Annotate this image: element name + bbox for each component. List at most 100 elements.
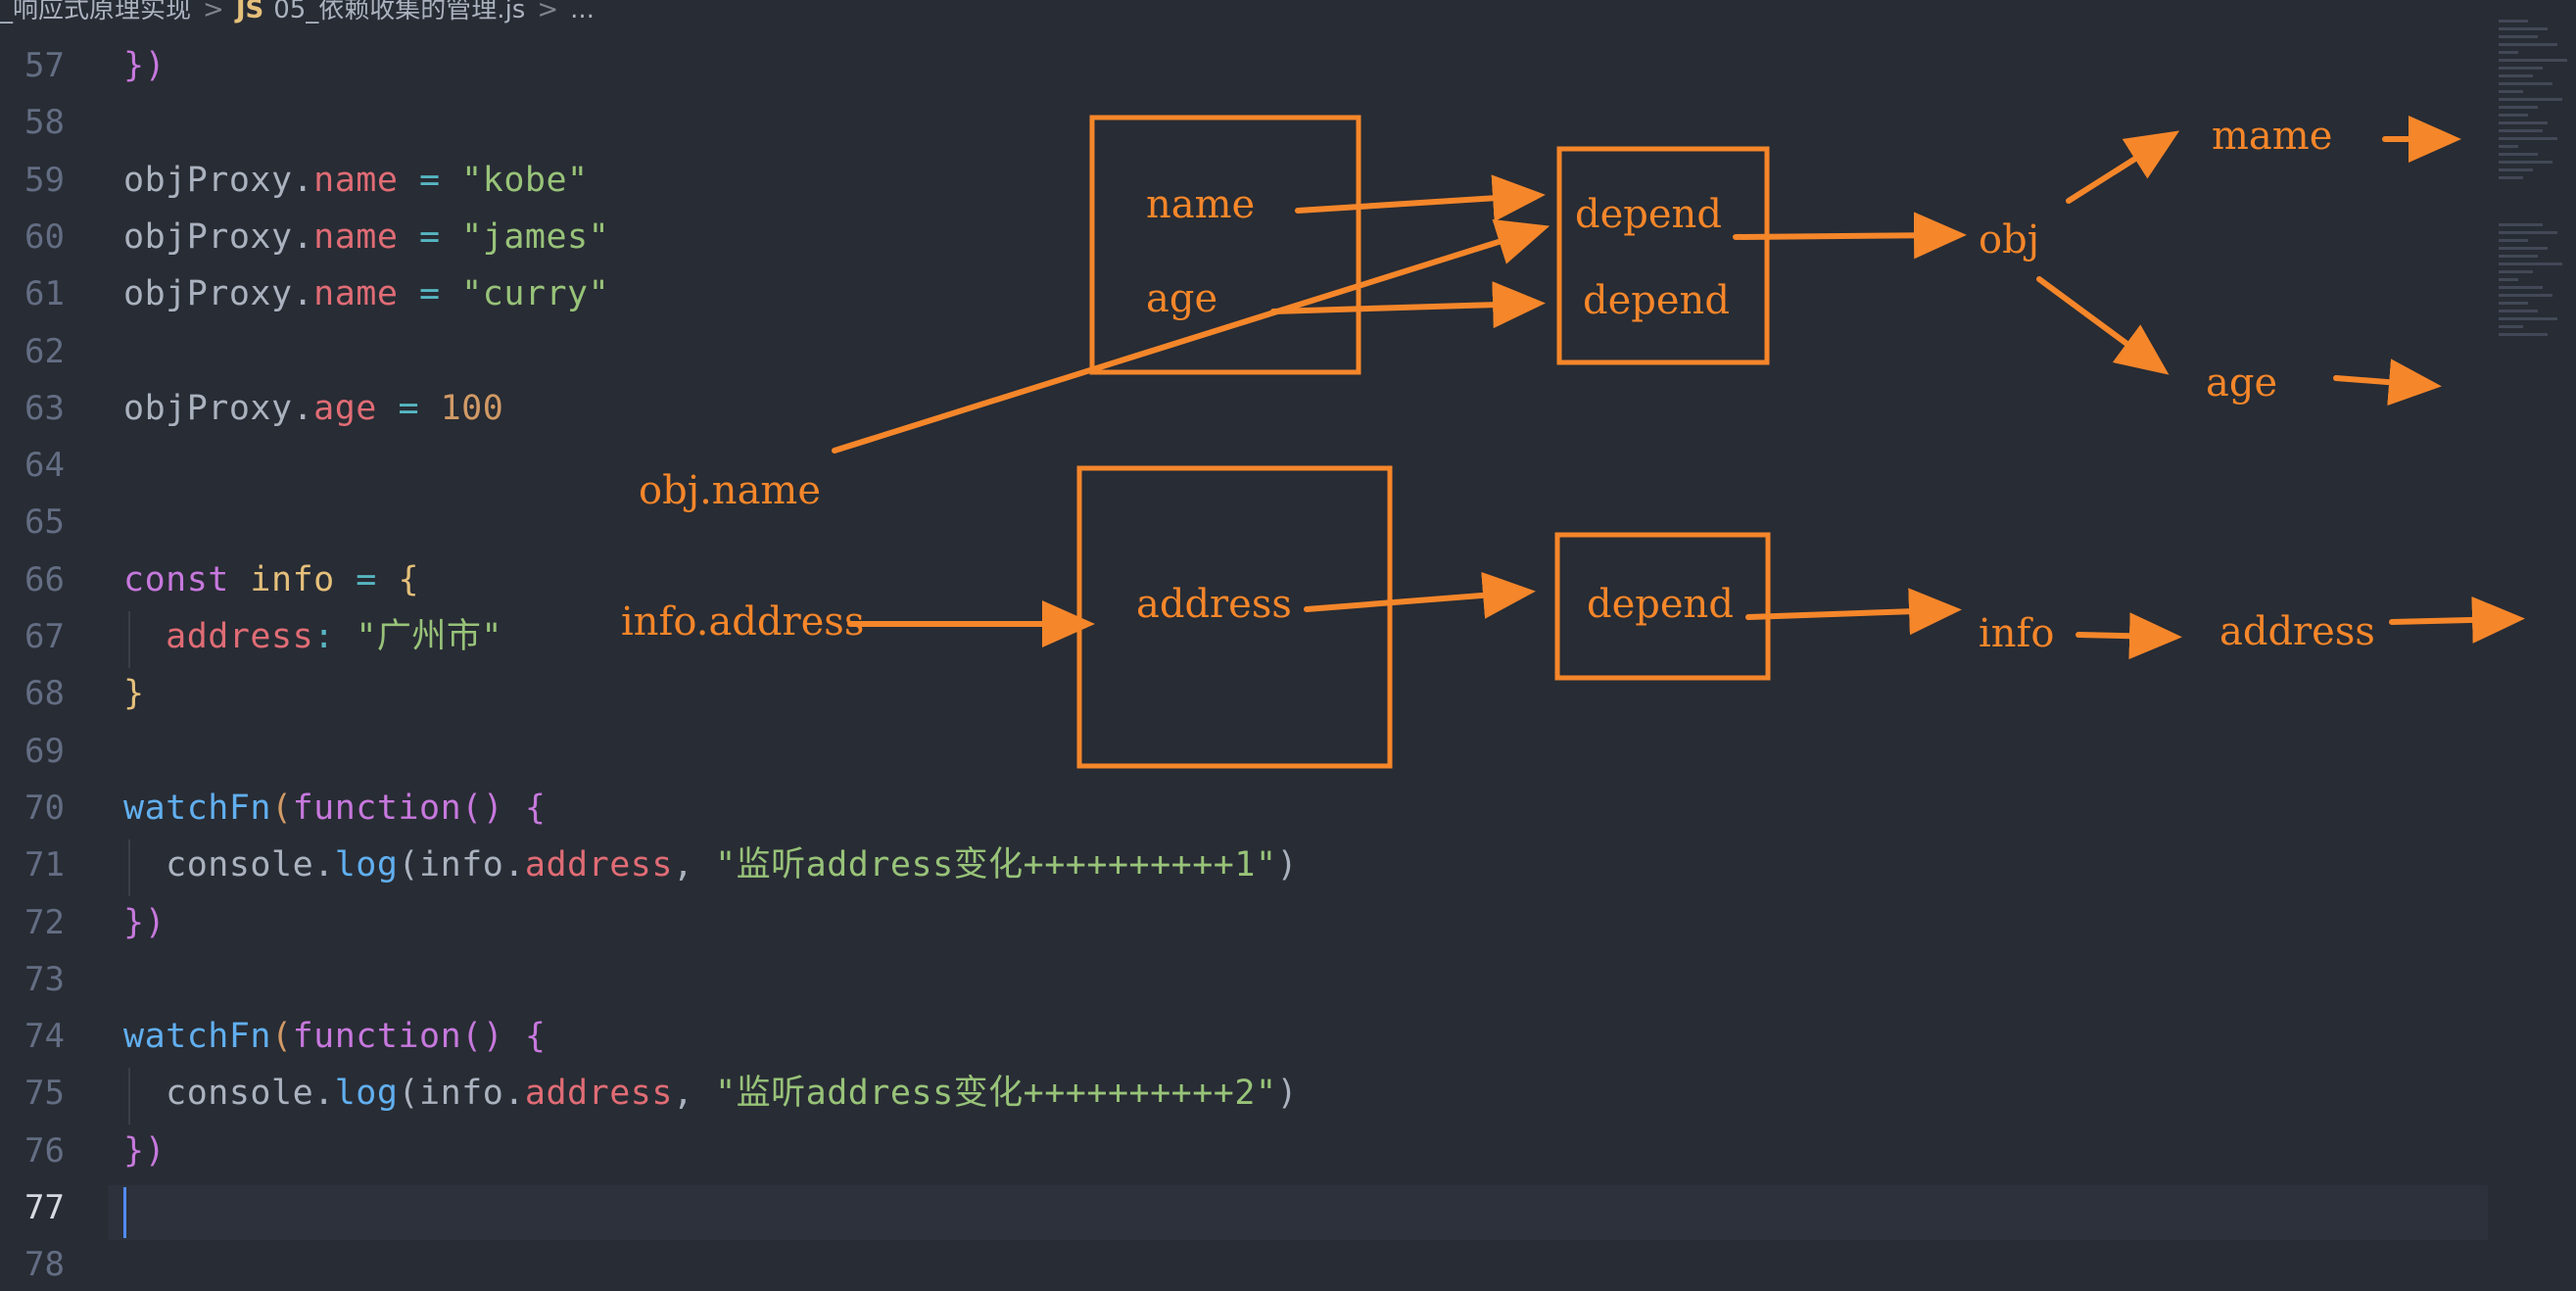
code-token: = (398, 274, 462, 314)
code-line[interactable]: objProxy.name = "james" (123, 209, 609, 265)
breadcrumb-separator: > (203, 0, 224, 24)
line-number: 58 (24, 103, 65, 143)
code-line[interactable]: }) (123, 1123, 166, 1179)
code-token: , (672, 1074, 716, 1114)
line-number: 63 (24, 388, 65, 428)
minimap-line (2499, 239, 2528, 242)
code-token: "监听address变化++++++++++1" (715, 845, 1277, 885)
label-name: name (1146, 182, 1255, 227)
minimap-line (2499, 129, 2543, 132)
arrow-address-out (2389, 596, 2525, 644)
js-file-icon: JS (235, 0, 264, 24)
code-token: log (334, 845, 399, 885)
label-depend-1: depend (1575, 192, 1722, 237)
code-line[interactable]: } (123, 665, 145, 722)
line-number: 66 (24, 559, 65, 599)
code-token: = (356, 559, 377, 599)
code-line[interactable]: }) (123, 37, 166, 94)
minimap-line (2499, 317, 2557, 320)
indent-guide (128, 611, 130, 668)
code-token: name (313, 216, 399, 257)
code-token: }) (123, 46, 167, 85)
minimap-line (2499, 106, 2538, 109)
minimap[interactable] (2493, 20, 2576, 1291)
text-cursor (123, 1187, 126, 1238)
code-token: function (292, 788, 462, 828)
code-token: watchFn (123, 788, 272, 828)
code-line[interactable]: const info = { (123, 551, 419, 608)
code-line[interactable]: objProxy.name = "kobe" (123, 152, 589, 209)
line-number: 59 (24, 160, 65, 200)
code-token: info (419, 1074, 504, 1114)
code-token: = (376, 388, 441, 428)
code-line[interactable]: console.log(info.address, "监听address变化++… (123, 1065, 1298, 1122)
indent-guide (128, 839, 130, 896)
arrow-name-to-depend (1295, 174, 1546, 222)
minimap-line (2499, 20, 2528, 23)
arrow-objname-to-depend (832, 218, 1550, 454)
label-age: age (1146, 276, 1217, 321)
label-depend-2: depend (1583, 278, 1730, 323)
minimap-line (2499, 35, 2538, 38)
code-token: ( (271, 788, 293, 828)
code-token: name (313, 274, 399, 314)
minimap-line (2499, 286, 2543, 289)
code-line[interactable]: objProxy.age = 100 (123, 380, 503, 437)
code-token: info (228, 559, 357, 599)
label-info: info (1979, 611, 2054, 656)
line-number: 57 (24, 46, 65, 85)
breadcrumb-separator: > (537, 0, 559, 24)
minimap-line (2499, 176, 2523, 179)
minimap-line (2499, 153, 2538, 156)
line-number: 76 (24, 1130, 65, 1171)
label-age-right: age (2206, 360, 2277, 406)
code-token: "kobe" (461, 160, 589, 200)
code-token: objProxy (123, 160, 293, 200)
label-obj: obj (1979, 217, 2039, 263)
minimap-line (2499, 255, 2538, 258)
code-token: objProxy (123, 388, 293, 428)
info-depend-box (1554, 532, 1771, 681)
line-number: 72 (24, 902, 65, 942)
breadcrumb-folder[interactable]: _响应式原理实现 (0, 0, 192, 24)
code-token: watchFn (123, 1017, 272, 1057)
label-address-right: address (2219, 609, 2375, 654)
code-token: = (398, 216, 462, 257)
arrow-info-to-address (2075, 612, 2182, 660)
code-token: log (334, 1074, 399, 1114)
code-token: ( (398, 845, 420, 885)
breadcrumb-symbol[interactable]: ... (570, 0, 595, 24)
code-line[interactable]: objProxy.name = "curry" (123, 265, 609, 322)
minimap-line (2499, 310, 2538, 312)
line-number: 60 (24, 216, 65, 257)
code-token: . (313, 845, 335, 885)
code-line[interactable]: console.log(info.address, "监听address变化++… (123, 837, 1298, 893)
code-token: console (123, 845, 314, 885)
minimap-line (2499, 294, 2552, 297)
code-token: address (524, 1074, 673, 1114)
minimap-line (2499, 74, 2533, 77)
minimap-line (2499, 161, 2552, 164)
code-token: } (123, 674, 145, 714)
line-number: 77 (24, 1188, 65, 1227)
breadcrumb-file[interactable]: 05_依赖收集的管理.js (273, 0, 526, 24)
arrow-obj-to-age (2036, 276, 2170, 375)
obj-depend-box (1556, 146, 1770, 365)
line-number: 65 (24, 502, 65, 543)
line-number: 69 (24, 731, 65, 771)
minimap-line (2499, 223, 2543, 226)
minimap-line (2499, 27, 2548, 30)
arrow-depend-to-obj (1733, 212, 1967, 260)
code-token: }) (123, 1130, 167, 1171)
code-line[interactable]: watchFn(function() { (123, 780, 546, 837)
minimap-line (2499, 137, 2557, 140)
code-line[interactable]: }) (123, 894, 166, 951)
code-line[interactable]: watchFn(function() { (123, 1008, 546, 1065)
line-number: 78 (24, 1245, 65, 1285)
arrow-obj-to-mame (2066, 130, 2180, 204)
label-obj-name: obj.name (639, 468, 821, 513)
code-token: "监听address变化++++++++++2" (715, 1074, 1277, 1114)
code-line[interactable]: address: "广州市" (123, 608, 502, 665)
code-token: name (313, 160, 399, 200)
